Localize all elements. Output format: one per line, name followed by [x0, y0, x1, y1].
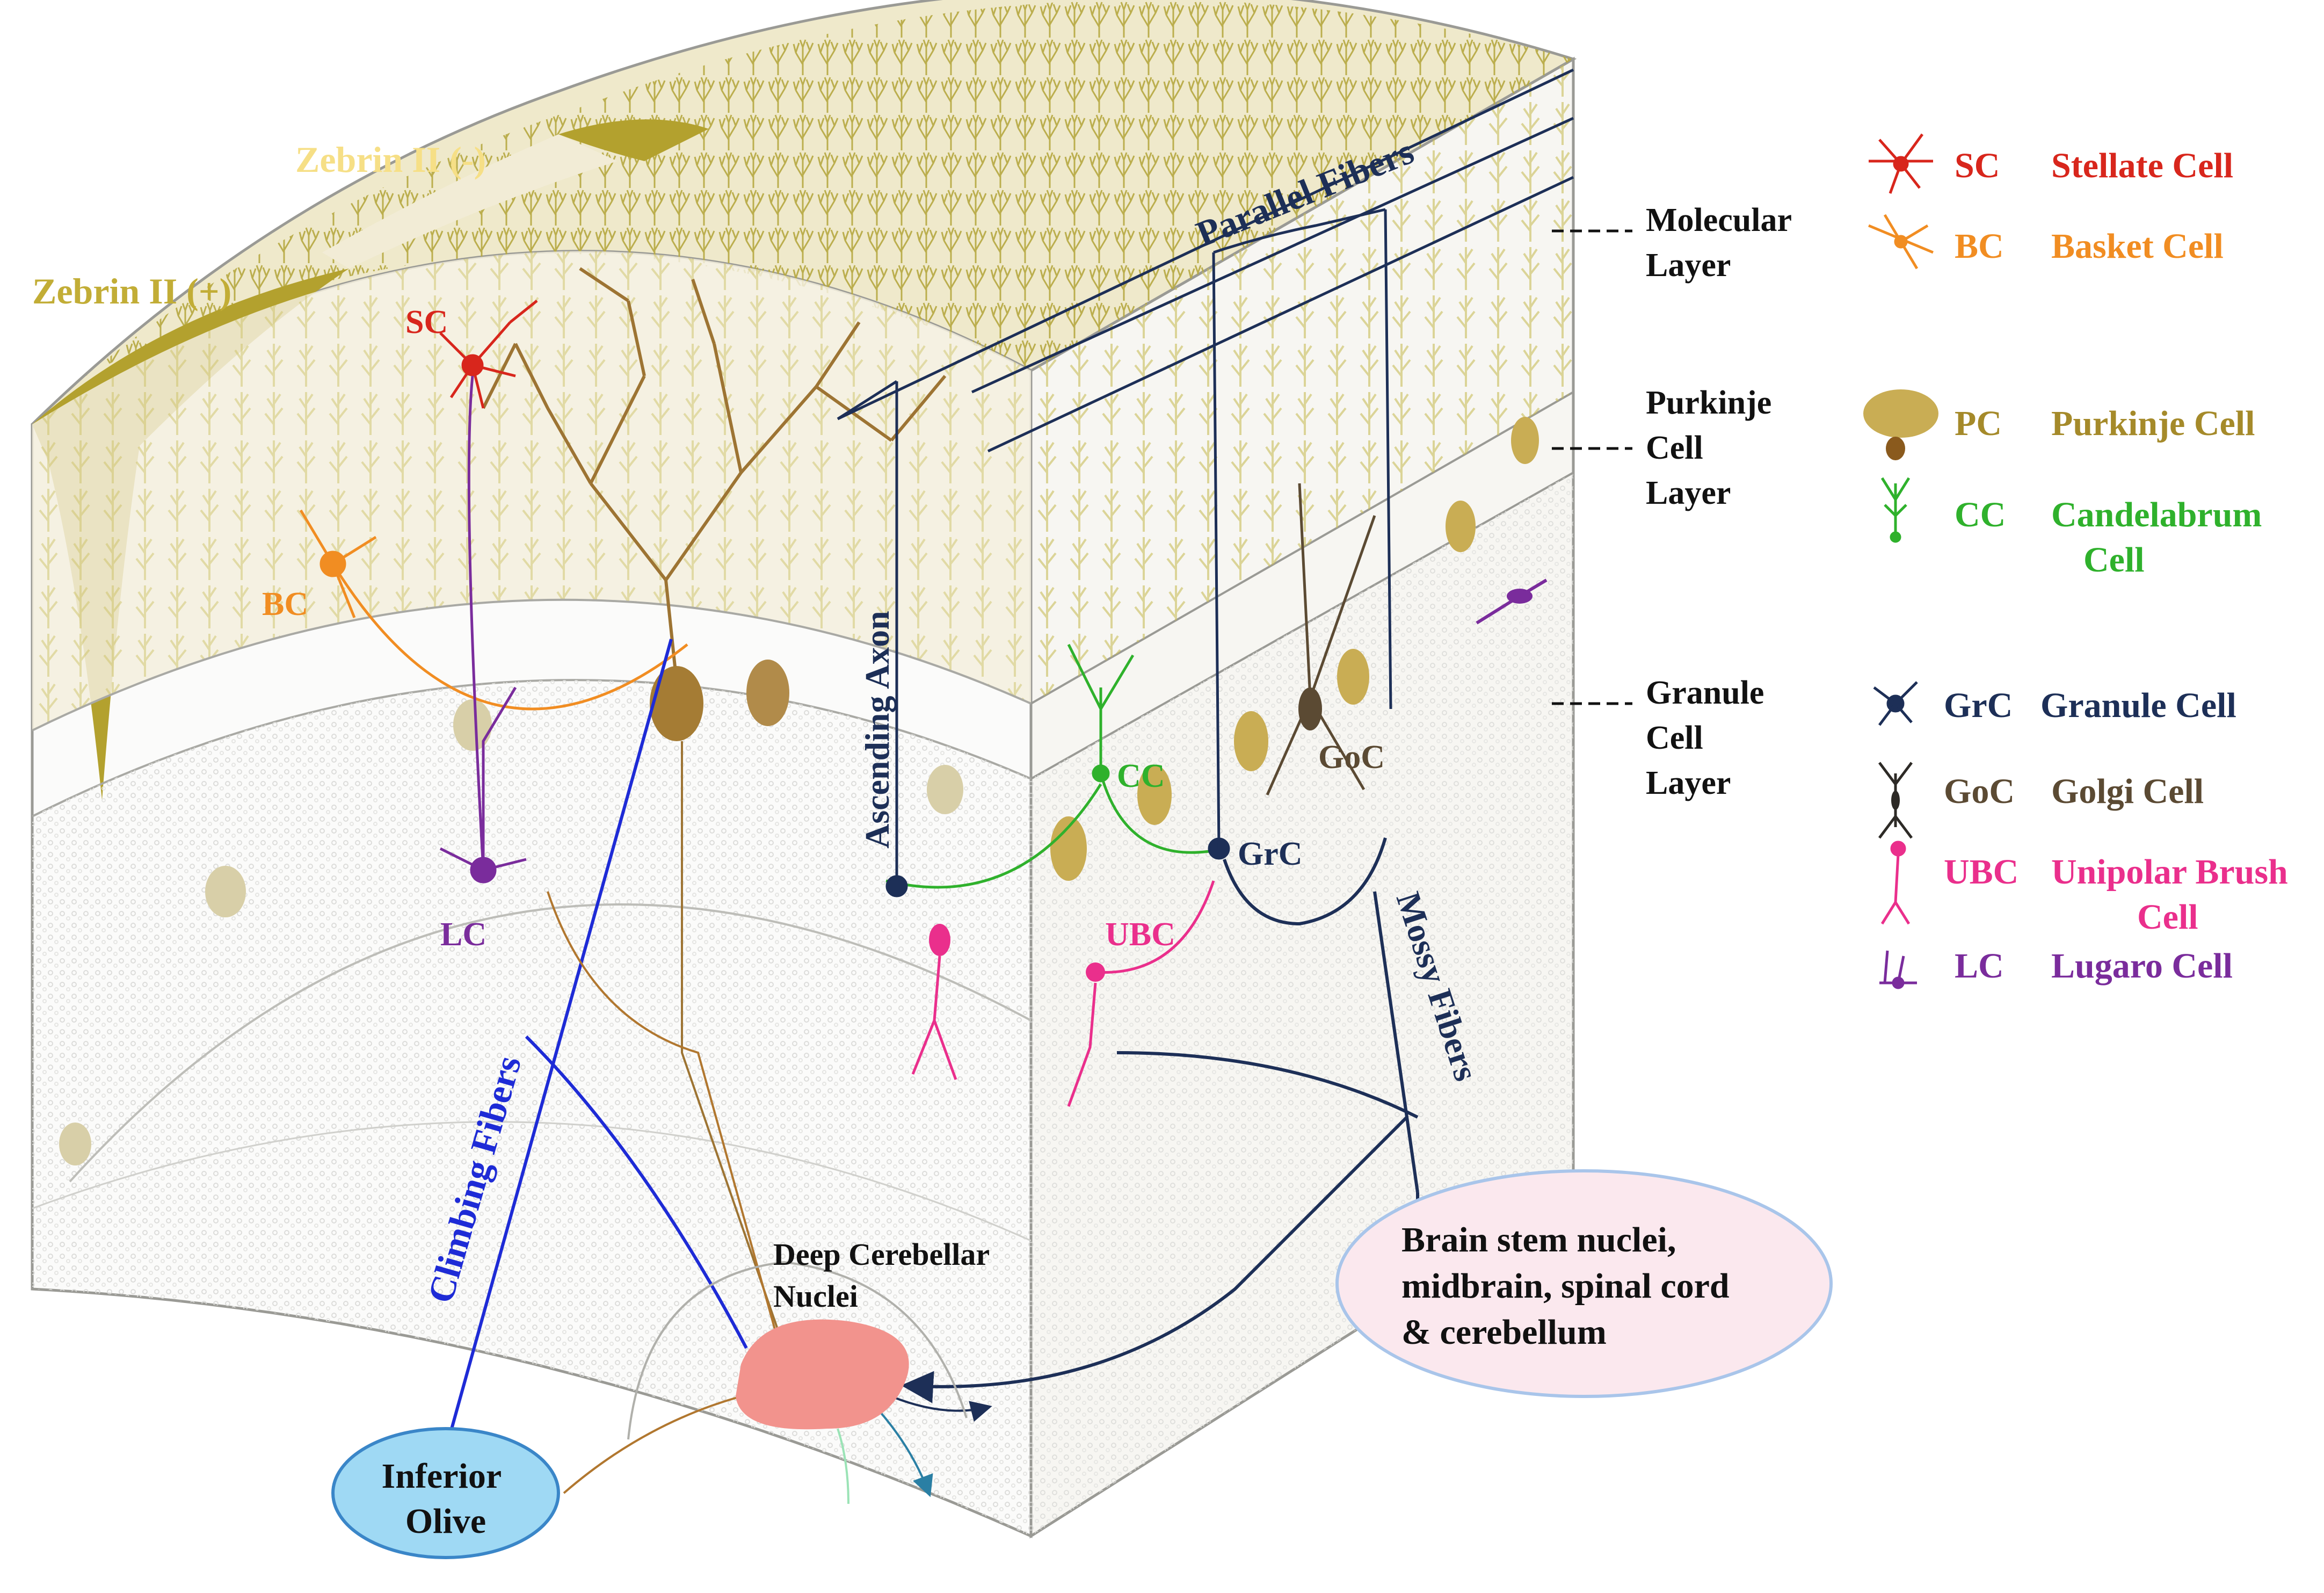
layer-label-line: Layer [1646, 475, 1731, 511]
legend-name-cc: Candelabrum Cell [2051, 495, 2271, 580]
dcn-label: Deep Cerebellar Nuclei [773, 1237, 997, 1314]
dcn-label-line: Deep Cerebellar [773, 1237, 989, 1272]
brainstem-label: Brain stem nuclei, midbrain, spinal cord… [1401, 1220, 1738, 1352]
legend-icons [1863, 133, 1938, 989]
legend-name-line: Cell [2137, 897, 2198, 937]
layer-label-line: Cell [1646, 430, 1703, 466]
layer-label-line: Granule [1646, 675, 1764, 711]
legend-abbr-bc: BC [1955, 227, 2004, 266]
stellate-cell [439, 300, 538, 409]
inferior-olive-shape [331, 1427, 560, 1559]
brainstem-shape [1335, 1169, 1833, 1398]
cortex-block [31, 0, 1577, 1539]
granule-cell [885, 209, 1392, 897]
legend-name-goc: Golgi Cell [2051, 772, 2204, 811]
side-molecular [1031, 59, 1573, 704]
purkinje-layer-label: Purkinje Cell Layer [1646, 385, 1780, 511]
legend-abbr-grc: GrC [1944, 686, 2013, 725]
ubc-right-face [1476, 578, 1548, 625]
cc-label: CC [1117, 758, 1165, 794]
golgi-cell [1266, 483, 1376, 796]
zebrin-negative-band [322, 134, 618, 269]
olive-label-line: Inferior [382, 1457, 501, 1496]
basket-cell [299, 509, 688, 711]
goc-label: GoC [1318, 739, 1385, 776]
layer-ticks [1552, 229, 1632, 705]
unipolar-brush-cell-icon [1880, 841, 1911, 925]
legend-name-line: Candelabrum [2051, 495, 2262, 534]
legend-name-pc: Purkinje Cell [2051, 404, 2255, 443]
brainstem-label-line: Brain stem nuclei, [1401, 1220, 1676, 1259]
granule-layer-label: Granule Cell Layer [1646, 675, 1773, 801]
legend-name-line: Unipolar Brush [2051, 852, 2288, 892]
golgi-cell-icon [1878, 762, 1913, 839]
legend-abbr-goc: GoC [1944, 772, 2015, 811]
legend-abbr-sc: SC [1955, 146, 2000, 185]
legend-abbr-ubc: UBC [1944, 852, 2018, 892]
legend-abbr-pc: PC [1955, 404, 2002, 443]
lugaro-cell-icon [1879, 950, 1917, 989]
molecular-layer-label: Molecular Layer [1646, 202, 1799, 284]
granule-cell-icon [1873, 681, 1918, 726]
basket-cell-icon [1868, 214, 1934, 270]
climbing-fibers [444, 639, 748, 1451]
legend: SC Stellate Cell BC Basket Cell PC Purki… [1944, 146, 2297, 986]
candelabrum-cell [885, 643, 1225, 889]
legend-name-bc: Basket Cell [2051, 227, 2224, 266]
zebrin-positive-label: Zebrin II (+) [32, 271, 231, 312]
bc-label: BC [262, 586, 308, 622]
lugaro-cell [439, 375, 527, 884]
purkinje-cell-icon [1863, 389, 1938, 460]
grc-label: GrC [1238, 836, 1303, 872]
unipolar-brush-cell [911, 880, 1215, 1107]
legend-abbr-lc: LC [1955, 946, 2004, 986]
brainstem-label-line: & cerebellum [1401, 1313, 1607, 1352]
legend-abbr-cc: CC [1955, 495, 2006, 534]
zebrin-positive-band-top [558, 119, 709, 161]
layer-label-line: Layer [1646, 247, 1731, 284]
sc-label: SC [405, 304, 448, 341]
brainstem-label-line: midbrain, spinal cord [1401, 1266, 1730, 1306]
legend-name-line: Cell [2083, 540, 2145, 580]
layer-label-line: Cell [1646, 720, 1703, 756]
legend-name-ubc: Unipolar Brush Cell [2051, 852, 2297, 937]
olive-label-line: Olive [405, 1502, 486, 1541]
legend-name-grc: Granule Cell [2040, 686, 2236, 725]
olive-label: Inferior Olive [382, 1457, 510, 1541]
lc-label: LC [440, 916, 486, 953]
layer-label-line: Layer [1646, 765, 1731, 801]
pc-axons [547, 891, 780, 1494]
candelabrum-cell-icon [1880, 477, 1911, 543]
stellate-cell-icon [1869, 133, 1933, 194]
mossy-fibers [901, 837, 1419, 1403]
legend-name-sc: Stellate Cell [2051, 146, 2233, 185]
layer-label-line: Molecular [1646, 202, 1791, 238]
purkinje-cell [482, 267, 947, 1333]
granule-layer [32, 680, 1031, 1536]
zebrin-negative-label: Zebrin II (-) [295, 139, 486, 180]
deep-cerebellar-nuclei-shape [736, 1319, 909, 1430]
dcn-label-line: Nuclei [773, 1279, 858, 1314]
legend-name-lc: Lugaro Cell [2051, 946, 2233, 986]
dcn-outputs [837, 1395, 992, 1504]
parallel-fibers [837, 68, 1574, 453]
ubc-label: UBC [1105, 916, 1175, 953]
ascending-axon-label: Ascending Axon [858, 611, 896, 849]
layer-label-line: Purkinje [1646, 385, 1771, 421]
